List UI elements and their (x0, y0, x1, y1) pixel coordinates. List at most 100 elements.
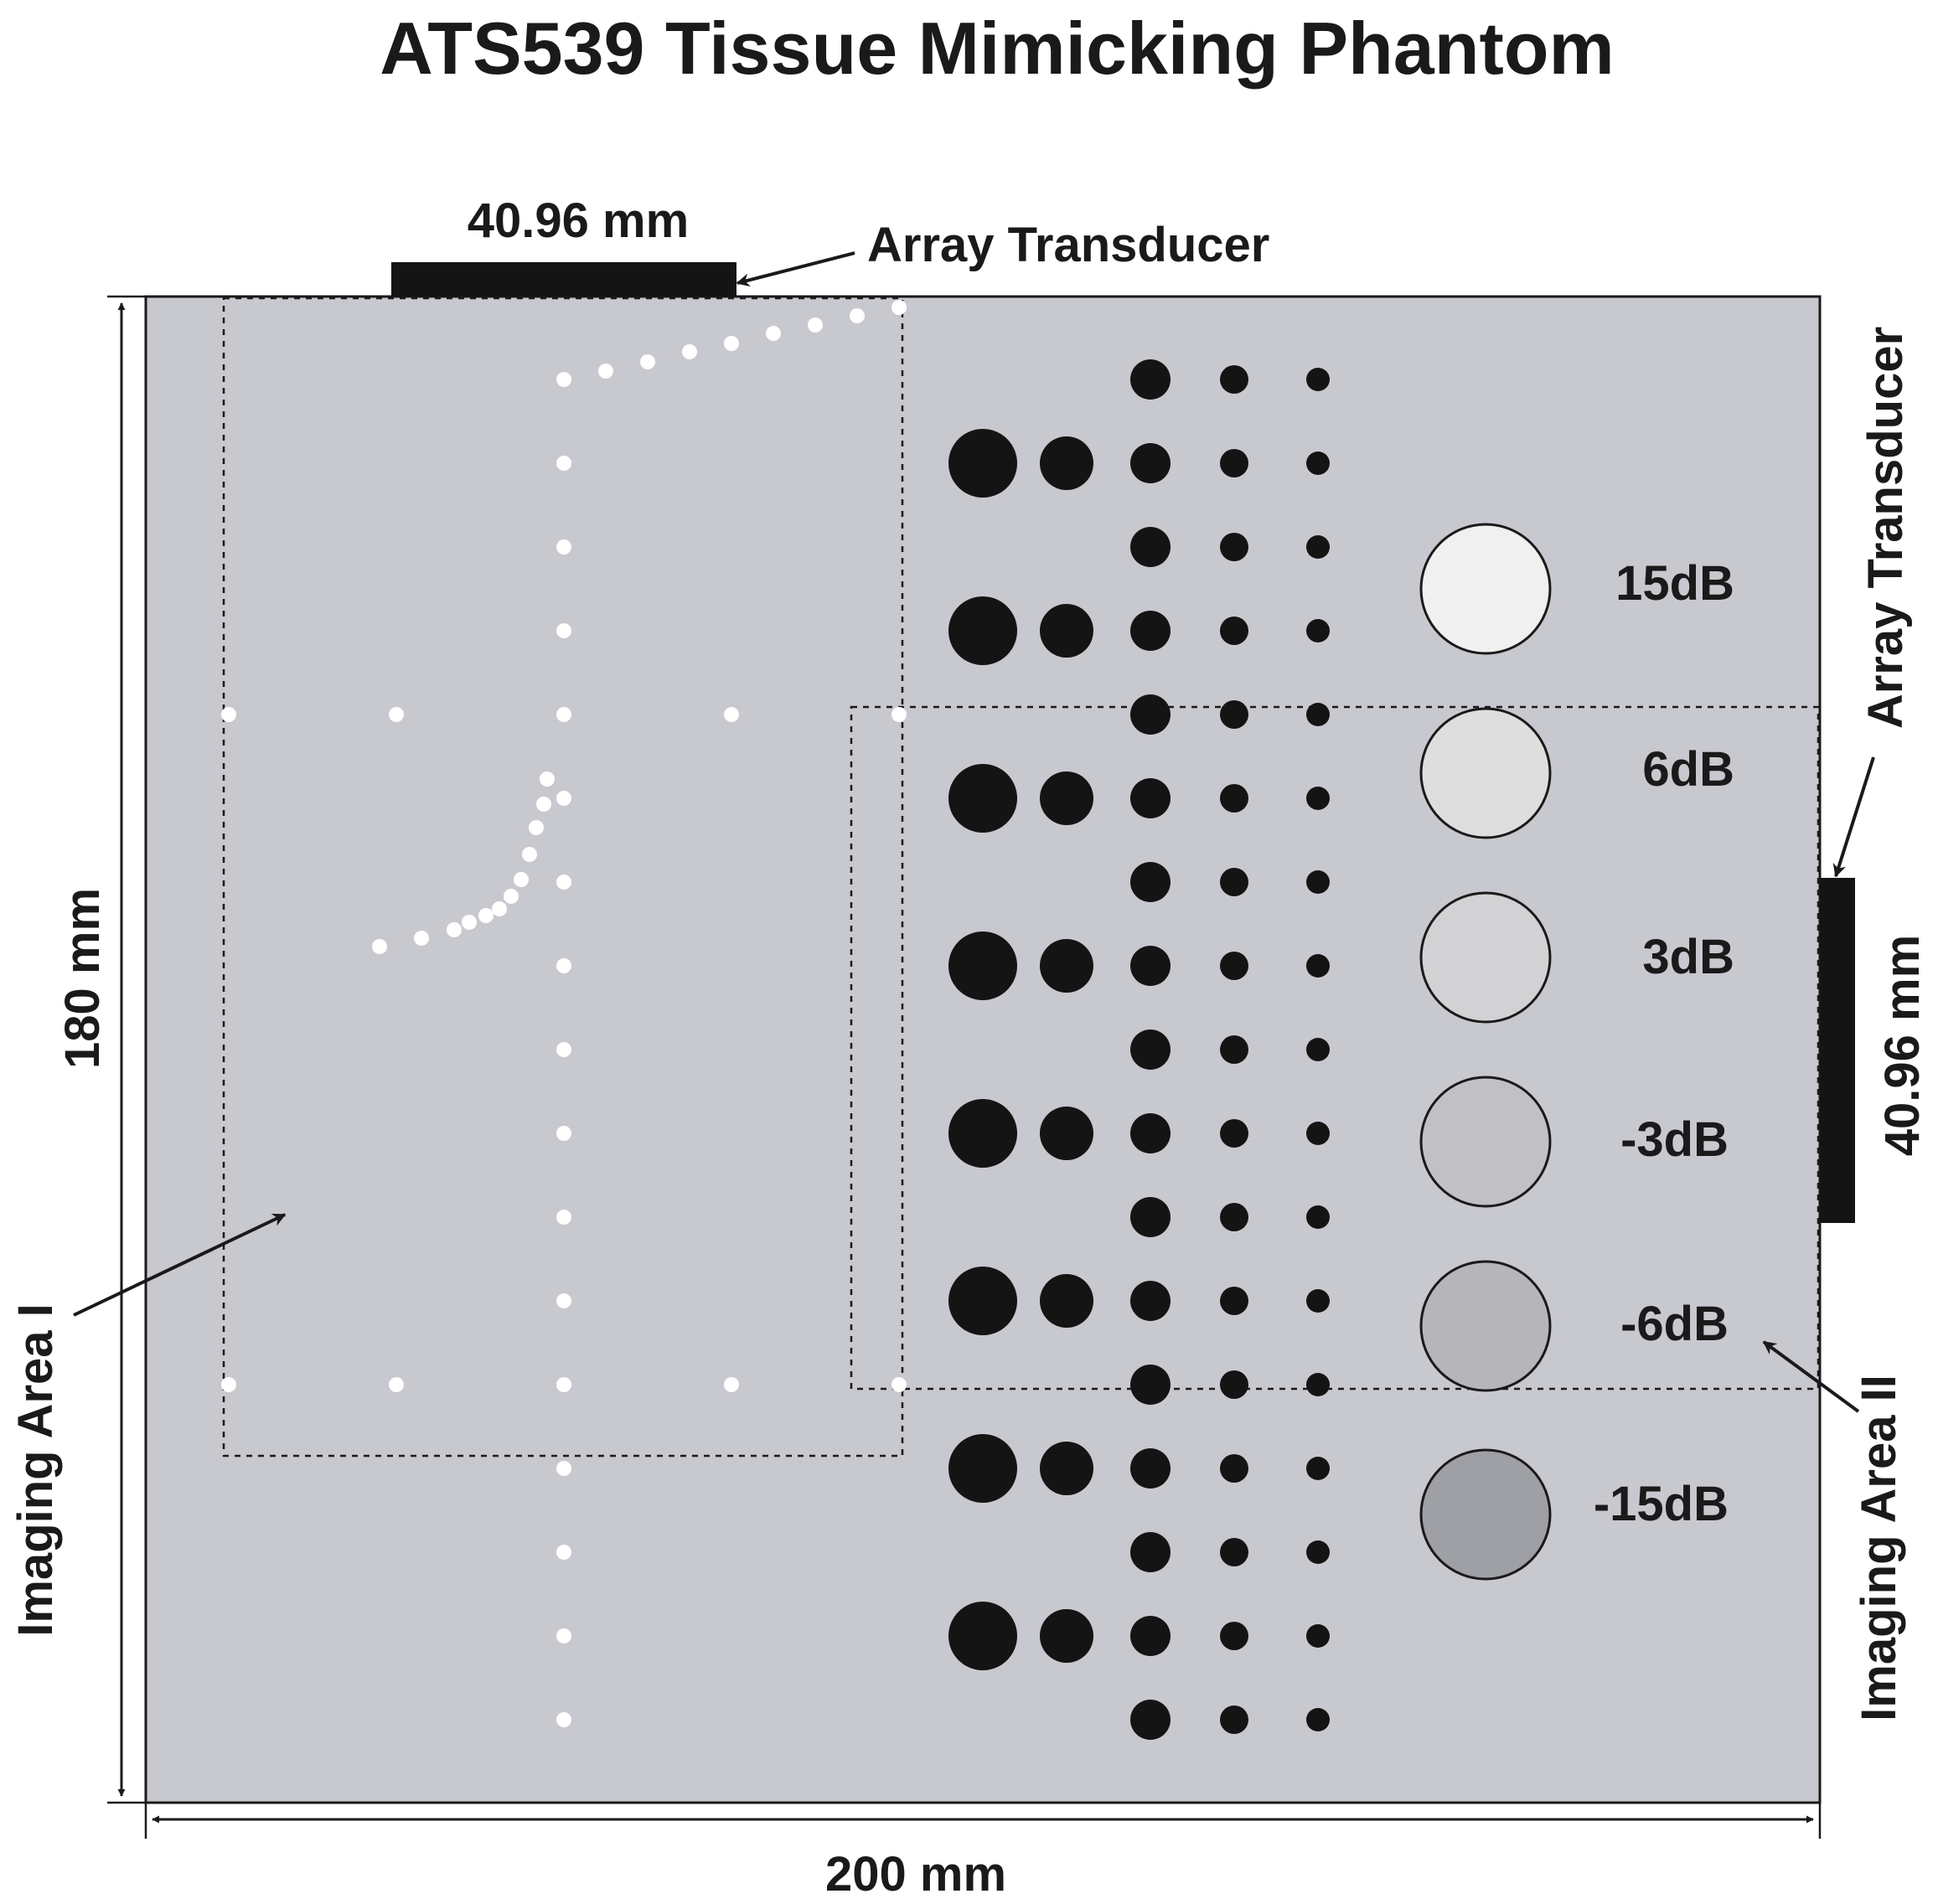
resolution-target (1130, 946, 1171, 986)
cyst-label: -3dB (1620, 1112, 1729, 1167)
wire-target (556, 1126, 571, 1141)
resolution-target (948, 1267, 1017, 1335)
wire-target (447, 922, 462, 937)
wire-target (556, 875, 571, 890)
cyst-label: 15dB (1615, 556, 1734, 611)
resolution-target (1220, 952, 1248, 980)
wire-target (556, 1377, 571, 1392)
resolution-target (1220, 365, 1248, 394)
resolution-target (1220, 784, 1248, 813)
wire-target (556, 372, 571, 387)
resolution-target (1306, 870, 1330, 894)
resolution-target (1306, 619, 1330, 642)
cyst-target (1419, 1448, 1552, 1581)
resolution-target (1220, 1287, 1248, 1315)
resolution-target (1220, 449, 1248, 477)
resolution-target (1130, 1365, 1171, 1405)
resolution-target (1130, 359, 1171, 400)
resolution-target (1220, 1538, 1248, 1566)
resolution-target (948, 931, 1017, 1000)
wire-target (556, 707, 571, 722)
wire-target (556, 1545, 571, 1560)
wire-target (504, 889, 519, 904)
right-transducer-arrow (1832, 756, 1875, 878)
resolution-target (1040, 939, 1093, 993)
wire-target (492, 901, 507, 916)
wire-target (221, 707, 236, 722)
resolution-target (948, 1434, 1017, 1503)
resolution-target (1306, 1038, 1330, 1061)
wire-target (891, 707, 907, 722)
resolution-target (1130, 694, 1171, 735)
resolution-target (1130, 1281, 1171, 1321)
resolution-target (1040, 771, 1093, 825)
resolution-target (1130, 1700, 1171, 1740)
resolution-target (1306, 1540, 1330, 1564)
resolution-target (1130, 443, 1171, 483)
cyst-label: 3dB (1642, 930, 1734, 984)
wire-target (850, 308, 865, 323)
resolution-target (1306, 451, 1330, 475)
resolution-targets (948, 359, 1330, 1740)
resolution-target (1220, 1370, 1248, 1399)
wire-target (640, 354, 655, 369)
wire-target (522, 847, 537, 862)
wire-target (462, 915, 477, 930)
resolution-target (1130, 1616, 1171, 1656)
resolution-target (1306, 787, 1330, 810)
resolution-target (1040, 1609, 1093, 1663)
imaging-area-1-label: Imaging Area I (8, 1303, 63, 1637)
resolution-target (1306, 1205, 1330, 1229)
wire-target (372, 939, 387, 954)
cyst-label: -6dB (1620, 1297, 1729, 1351)
right-transducer-width-label: 40.96 mm (1875, 935, 1930, 1156)
resolution-target (1130, 778, 1171, 818)
wire-target (556, 1461, 571, 1476)
resolution-target (1306, 703, 1330, 726)
wire-target (389, 707, 404, 722)
width-label: 200 mm (825, 1847, 1006, 1901)
resolution-target (948, 596, 1017, 665)
top-transducer-bar (391, 262, 736, 297)
height-label: 180 mm (55, 888, 110, 1069)
resolution-target (1130, 1532, 1171, 1572)
top-transducer-arrow (736, 251, 855, 287)
wire-target (540, 771, 555, 787)
wire-target (556, 539, 571, 555)
wire-target (724, 336, 739, 351)
wire-target (556, 1628, 571, 1643)
cyst-target (1419, 523, 1552, 655)
wire-target (556, 1712, 571, 1727)
resolution-target (1220, 868, 1248, 896)
diagram-title: ATS539 Tissue Mimicking Phantom (380, 7, 1615, 90)
resolution-target (1306, 1122, 1330, 1145)
resolution-target (948, 429, 1017, 498)
resolution-target (1130, 1197, 1171, 1237)
resolution-target (1040, 1442, 1093, 1495)
resolution-target (1220, 700, 1248, 729)
resolution-target (1306, 954, 1330, 978)
wire-target (556, 1042, 571, 1057)
wire-target (766, 326, 781, 341)
cyst-target (1419, 1076, 1552, 1208)
cyst-target (1419, 891, 1552, 1024)
wire-targets (221, 300, 907, 1727)
top-transducer-label: Array Transducer (867, 218, 1269, 272)
resolution-target (1220, 1622, 1248, 1650)
imaging-area-2-arrow (1762, 1340, 1860, 1413)
resolution-target (1220, 1119, 1248, 1148)
wire-target (556, 958, 571, 973)
wire-target (414, 931, 429, 946)
imaging-area-2 (850, 705, 1820, 1391)
imaging-area-1 (222, 297, 904, 1458)
cyst-label: 6dB (1642, 742, 1734, 797)
wire-target (536, 797, 551, 812)
resolution-target (1130, 611, 1171, 651)
resolution-target (1220, 1035, 1248, 1064)
imaging-area-1-arrow (73, 1213, 287, 1317)
wire-target (724, 707, 739, 722)
wire-target (478, 908, 494, 923)
cyst-target (1419, 1260, 1552, 1392)
resolution-target (1220, 617, 1248, 645)
